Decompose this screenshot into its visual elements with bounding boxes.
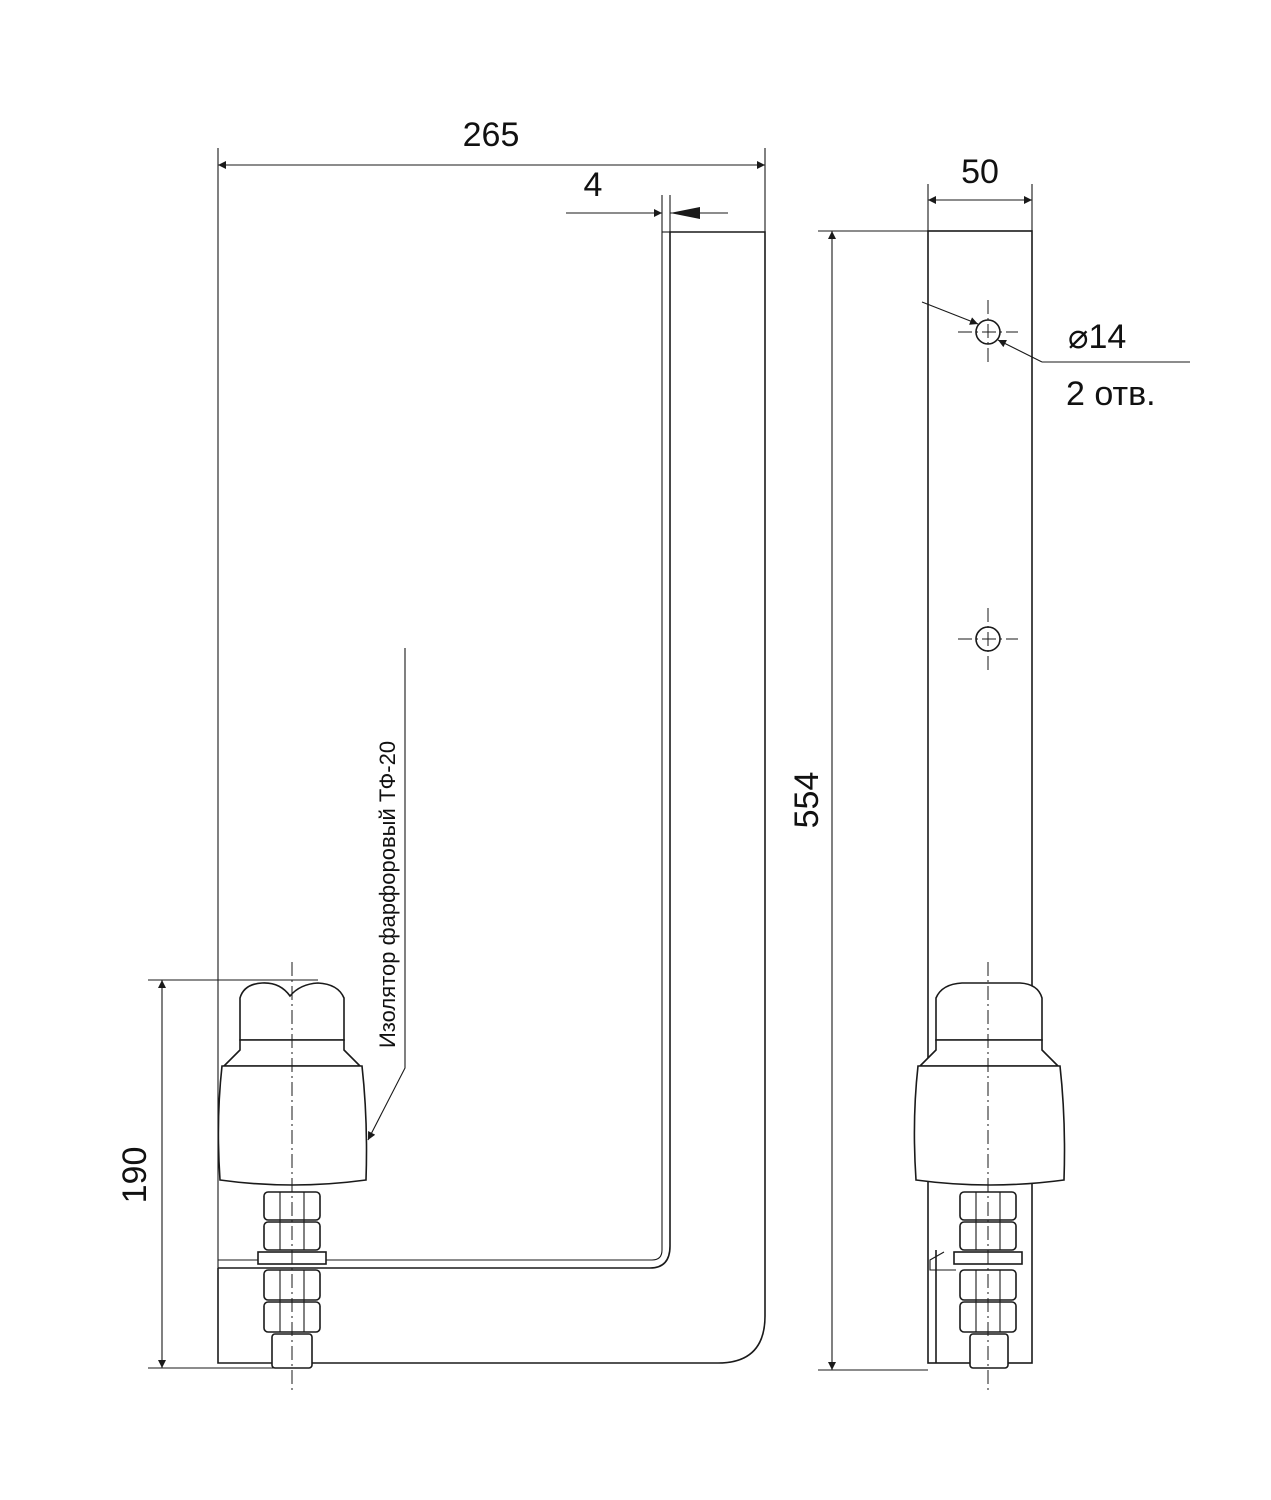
- dim-insulator-height: 190: [116, 1147, 154, 1204]
- insulator-label: Изолятор фарфоровый ТФ-20: [375, 741, 400, 1048]
- insulator-side: [913, 962, 1066, 1390]
- dim-width-side: 50: [961, 153, 999, 191]
- hole-count: 2 отв.: [1066, 375, 1156, 413]
- dim-width-total: 265: [463, 116, 520, 154]
- bracket-outline: [217, 231, 766, 1364]
- dim-height-total: 554: [788, 772, 826, 829]
- side-view: ⌀14 2 отв. 50 554: [788, 153, 1190, 1390]
- insulator-front: [217, 962, 368, 1390]
- dim-thickness: 4: [584, 166, 603, 204]
- hole-diameter: ⌀14: [1068, 318, 1126, 356]
- front-view: 265 4 190 Изолятор фарфоровый ТФ-20: [116, 116, 766, 1390]
- bracket-inner-line: [218, 232, 663, 1261]
